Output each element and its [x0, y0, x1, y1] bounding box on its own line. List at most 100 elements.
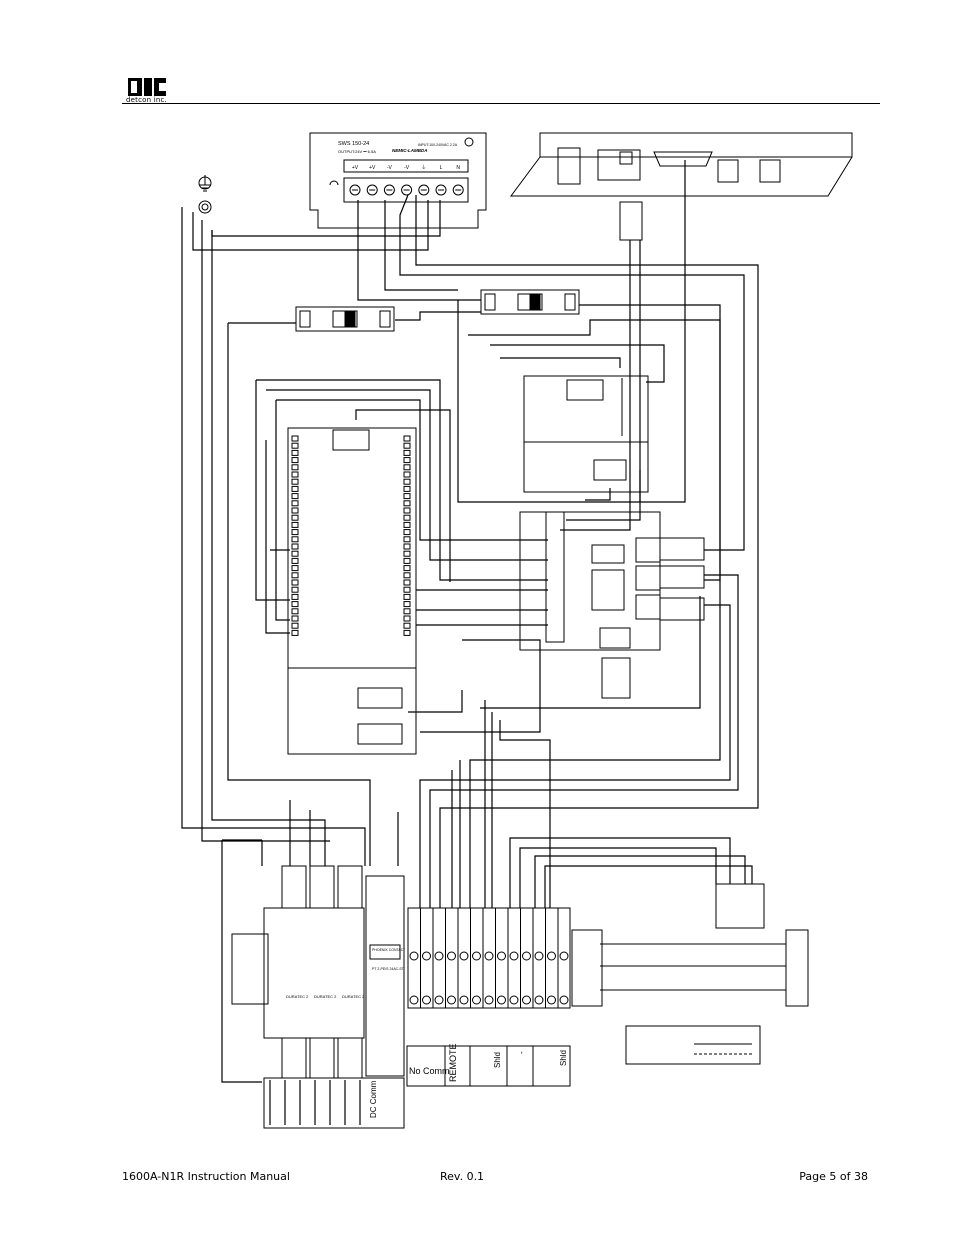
footer-page-number: Page 5 of 38 — [799, 1170, 868, 1183]
header-rule — [122, 103, 880, 104]
plc-pin — [291, 536, 299, 543]
label-remote: REMOTE — [448, 1043, 458, 1082]
power-supply-brand: NEMIC-LAMBDA — [392, 148, 428, 153]
plc-pin — [403, 550, 411, 557]
power-supply-model: SWS 150-24 — [338, 141, 369, 147]
terminal-screw-icon — [434, 951, 444, 961]
plc-pin — [291, 500, 299, 507]
plc-pin — [403, 435, 411, 442]
plc-pin — [291, 514, 299, 521]
plc-pin — [403, 622, 411, 629]
connector-mid — [601, 657, 631, 699]
terminal-screw-icon — [459, 951, 469, 961]
plc-pin — [403, 572, 411, 579]
plc-pin — [291, 464, 299, 471]
terminal-screw-icon — [434, 995, 444, 1005]
plc-pin — [291, 442, 299, 449]
plc-pin — [403, 464, 411, 471]
plc-pin — [291, 435, 299, 442]
plc-pin — [291, 572, 299, 579]
terminal-screw-icon — [547, 951, 556, 961]
connector-top — [619, 201, 643, 241]
plc-pin — [403, 500, 411, 507]
plc-pin — [403, 593, 411, 600]
terminal-screw-icon — [497, 951, 506, 961]
terminal-screw-icon — [522, 995, 531, 1005]
surge-protectors: DURATEC 2 DURATEC 2 DURATEC 2 — [263, 865, 365, 1079]
plc-pin — [291, 485, 299, 492]
terminal-screw-icon — [497, 995, 506, 1005]
plc-pin — [291, 608, 299, 615]
plc-pin — [403, 457, 411, 464]
plc-pin — [403, 601, 411, 608]
terminal-screw-icon — [349, 184, 361, 196]
protector-label-1: DURATEC 2 — [286, 994, 309, 999]
label-shld-1: Shld — [493, 1052, 502, 1068]
plc-pin — [291, 507, 299, 514]
label-dc-comm: DC Comm — [369, 1080, 378, 1118]
terminal-screw-icon — [383, 184, 395, 196]
plc-pin — [291, 471, 299, 478]
plc-pin — [291, 449, 299, 456]
plc-pin — [291, 593, 299, 600]
footer-manual-title: 1600A-N1R Instruction Manual — [122, 1170, 290, 1183]
plc-pin — [403, 514, 411, 521]
logo-text: detcon inc. — [126, 96, 167, 104]
connector-right — [715, 883, 765, 929]
protector-label-2: DURATEC 2 — [314, 994, 337, 999]
dc-comm-block: DC Comm — [263, 1077, 405, 1129]
protector-label-3: DURATEC 2 — [342, 994, 365, 999]
plc-pin — [403, 608, 411, 615]
plc-pin — [291, 622, 299, 629]
power-supply: SWS 150-24 OUTPUT:24V ⎓ 6.5A NEMIC-LAMBD… — [309, 132, 487, 229]
plc-pin — [291, 457, 299, 464]
legend-box — [625, 1025, 761, 1065]
plc-pin — [403, 493, 411, 500]
surge-module: PHOENIX CONTACT PT 2-PE/S 24AC-ST — [365, 875, 406, 1077]
plc-pin — [403, 442, 411, 449]
terminal-screw-icon — [472, 951, 481, 961]
plc-pin — [403, 521, 411, 528]
plc-pin — [291, 629, 299, 636]
plc-pin — [403, 449, 411, 456]
footer-revision: Rev. 0.1 — [440, 1170, 485, 1183]
plc-pin — [291, 550, 299, 557]
plc-pin — [403, 586, 411, 593]
plc-pin — [291, 579, 299, 586]
terminal-screw-icon — [509, 951, 519, 961]
terminal-screw-icon — [534, 951, 544, 961]
plc-pin — [403, 529, 411, 536]
terminal-screw-icon — [459, 995, 469, 1005]
terminal-screw-icon — [534, 995, 544, 1005]
plc-pin — [403, 536, 411, 543]
label-no-comm: No Comm — [409, 1066, 450, 1076]
plc-pin — [403, 557, 411, 564]
terminal-screw-icon — [472, 995, 481, 1005]
terminal-screw-icon — [484, 951, 494, 961]
power-supply-terminal-label: ⏚ — [421, 164, 426, 171]
terminal-screw-icon — [484, 995, 494, 1005]
terminal-screw-icon — [422, 995, 431, 1005]
power-supply-output: OUTPUT:24V ⎓ 6.5A — [338, 149, 376, 154]
surge-module-brand: PHOENIX CONTACT — [372, 948, 406, 952]
plc-pin — [403, 507, 411, 514]
power-supply-terminal-label: +V — [352, 165, 359, 171]
ground-terminal — [198, 175, 212, 214]
fuse-holder-upper — [480, 289, 580, 315]
power-supply-terminal-label: -V — [404, 165, 410, 171]
controller-board — [287, 427, 417, 755]
power-supply-input: INPUT:100-240VAC 2.2A — [418, 143, 458, 147]
plc-pin — [403, 565, 411, 572]
plc-pin — [403, 478, 411, 485]
display-unit — [510, 132, 853, 197]
plc-pin — [291, 565, 299, 572]
power-supply-terminal-label: -V — [387, 165, 393, 171]
modem-module — [523, 375, 649, 493]
plc-pin — [291, 493, 299, 500]
plc-pin — [403, 485, 411, 492]
terminal-blocks: No Comm REMOTE Shld - Shld — [406, 907, 571, 1087]
power-supply-terminal-label: N — [456, 165, 460, 171]
plc-pin — [291, 478, 299, 485]
terminal-screw-icon — [401, 184, 413, 196]
